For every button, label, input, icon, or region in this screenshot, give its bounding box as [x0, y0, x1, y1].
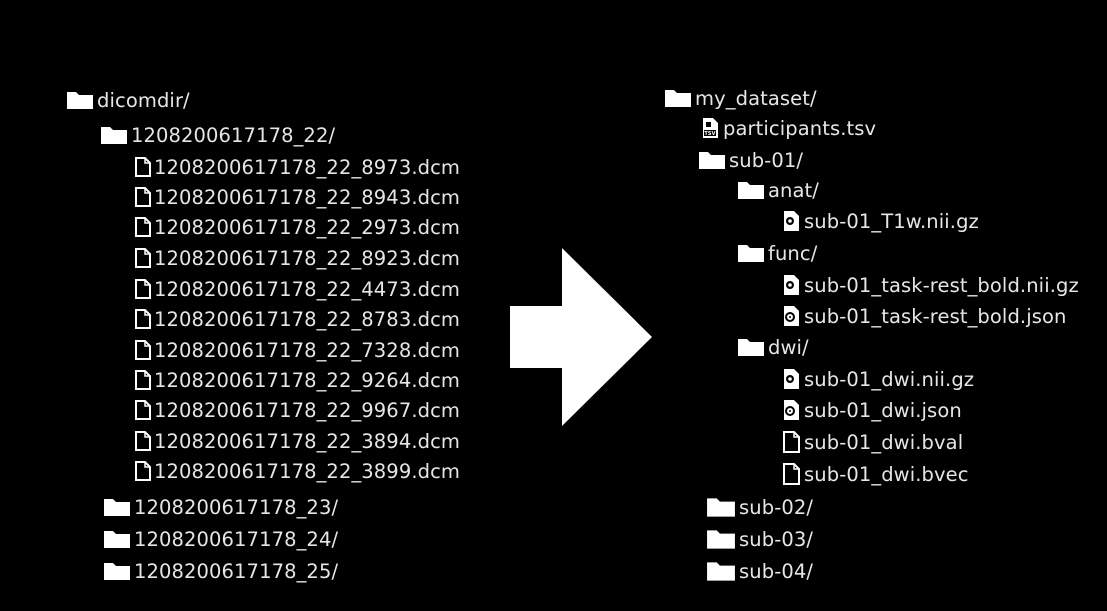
right-arrow-icon [510, 248, 652, 426]
tree-row-file[interactable]: 1208200617178_22_7328.dcm [134, 337, 460, 363]
tree-row-open-folder[interactable]: 1208200617178_22/ [100, 122, 335, 148]
tree-row-folder[interactable]: 1208200617178_25/ [103, 558, 338, 584]
tree-row-sub-folder[interactable]: sub-02/ [706, 494, 813, 520]
folder-label: 1208200617178_23/ [134, 495, 339, 519]
file-label: 1208200617178_22_8783.dcm [154, 307, 461, 331]
file-label: 1208200617178_22_8973.dcm [154, 155, 461, 179]
tree-row-sub-folder[interactable]: sub-04/ [706, 558, 813, 584]
folder-label: 1208200617178_22/ [131, 123, 336, 147]
file-icon [782, 463, 801, 485]
file-icon [134, 279, 151, 299]
file-icon [134, 370, 151, 390]
folder-icon [737, 337, 765, 357]
tree-row-file[interactable]: 1208200617178_22_3899.dcm [134, 458, 460, 484]
tree-row-my-dataset[interactable]: my_dataset/ [664, 85, 817, 111]
tree-row-dwi-file[interactable]: sub-01_dwi.nii.gz [782, 366, 974, 392]
file-icon [134, 400, 151, 420]
file-icon [134, 340, 151, 360]
folder-label: sub-03/ [739, 527, 814, 551]
folder-label: sub-02/ [739, 495, 814, 519]
tree-row-file[interactable]: 1208200617178_22_9264.dcm [134, 367, 460, 393]
tree-row-participants[interactable]: TSV participants.tsv [701, 115, 876, 141]
file-label: sub-01_T1w.nii.gz [804, 209, 979, 233]
tree-row-dwi[interactable]: dwi/ [737, 334, 809, 360]
tsv-badge: TSV [704, 131, 715, 137]
tree-row-sub-folder[interactable]: sub-03/ [706, 526, 813, 552]
file-label: sub-01_task-rest_bold.json [804, 304, 1067, 328]
tree-row-file[interactable]: 1208200617178_22_2973.dcm [134, 214, 460, 240]
file-icon [134, 157, 151, 177]
tsv-file-icon: TSV [701, 117, 720, 139]
file-label: 1208200617178_22_2973.dcm [154, 215, 461, 239]
file-label: sub-01_dwi.json [804, 398, 962, 422]
tree-row-file[interactable]: 1208200617178_22_8783.dcm [134, 306, 460, 332]
folder-label: dicomdir/ [97, 88, 190, 112]
file-icon [134, 248, 151, 268]
folder-icon [706, 560, 736, 582]
file-label: 1208200617178_22_4473.dcm [154, 277, 461, 301]
tree-row-anat-file[interactable]: sub-01_T1w.nii.gz [782, 208, 979, 234]
tree-row-func[interactable]: func/ [737, 240, 817, 266]
tree-row-dwi-file[interactable]: sub-01_dwi.bvec [782, 461, 969, 487]
folder-label: func/ [768, 241, 818, 265]
file-label: sub-01_task-rest_bold.nii.gz [804, 273, 1079, 297]
tree-row-func-file[interactable]: sub-01_task-rest_bold.nii.gz [782, 272, 1079, 298]
folder-label: 1208200617178_25/ [134, 559, 339, 583]
folder-label: my_dataset/ [695, 86, 817, 110]
file-label: participants.tsv [723, 116, 877, 140]
folder-label: sub-01/ [729, 148, 804, 172]
tree-row-folder[interactable]: 1208200617178_23/ [103, 494, 338, 520]
file-icon [134, 309, 151, 329]
file-label: 1208200617178_22_9264.dcm [154, 368, 461, 392]
folder-icon [737, 180, 765, 200]
file-label: 1208200617178_22_3899.dcm [154, 459, 461, 483]
tree-row-dicomdir[interactable]: dicomdir/ [66, 87, 190, 113]
folder-icon [664, 88, 692, 108]
tree-row-file[interactable]: 1208200617178_22_4473.dcm [134, 276, 460, 302]
tree-row-folder[interactable]: 1208200617178_24/ [103, 526, 338, 552]
tree-row-file[interactable]: 1208200617178_22_3894.dcm [134, 428, 460, 454]
folder-icon [103, 529, 131, 549]
folder-label: anat/ [768, 178, 819, 202]
tree-row-file[interactable]: 1208200617178_22_8943.dcm [134, 184, 460, 210]
image-file-icon [782, 368, 801, 390]
tree-row-dwi-file[interactable]: sub-01_dwi.bval [782, 429, 963, 455]
folder-icon [706, 496, 736, 518]
file-label: 1208200617178_22_7328.dcm [154, 338, 461, 362]
folder-label: 1208200617178_24/ [134, 527, 339, 551]
folder-icon [706, 528, 736, 550]
tree-row-file[interactable]: 1208200617178_22_8923.dcm [134, 245, 460, 271]
file-icon [134, 431, 151, 451]
folder-label: sub-04/ [739, 559, 814, 583]
file-label: 1208200617178_22_3894.dcm [154, 429, 461, 453]
file-icon [134, 187, 151, 207]
file-label: sub-01_dwi.nii.gz [804, 367, 975, 391]
file-label: sub-01_dwi.bvec [804, 462, 969, 486]
tree-row-sub-01[interactable]: sub-01/ [698, 147, 803, 173]
file-icon [134, 461, 151, 481]
file-icon [134, 217, 151, 237]
image-file-icon [782, 210, 801, 232]
file-label: 1208200617178_22_9967.dcm [154, 398, 461, 422]
folder-icon [100, 125, 128, 145]
folder-icon [66, 90, 94, 110]
file-icon [782, 431, 801, 453]
folder-label: dwi/ [768, 335, 809, 359]
tree-row-func-file[interactable]: sub-01_task-rest_bold.json [782, 303, 1067, 329]
tree-row-file[interactable]: 1208200617178_22_9967.dcm [134, 397, 460, 423]
gear-file-icon [782, 399, 801, 421]
tree-row-anat[interactable]: anat/ [737, 177, 819, 203]
folder-icon [103, 497, 131, 517]
tree-row-dwi-file[interactable]: sub-01_dwi.json [782, 397, 962, 423]
folder-icon [103, 561, 131, 581]
tree-row-file[interactable]: 1208200617178_22_8973.dcm [134, 154, 460, 180]
folder-icon [698, 150, 726, 170]
image-file-icon [782, 274, 801, 296]
file-label: sub-01_dwi.bval [804, 430, 964, 454]
file-label: 1208200617178_22_8943.dcm [154, 185, 461, 209]
gear-file-icon [782, 305, 801, 327]
folder-icon [737, 243, 765, 263]
file-label: 1208200617178_22_8923.dcm [154, 246, 461, 270]
